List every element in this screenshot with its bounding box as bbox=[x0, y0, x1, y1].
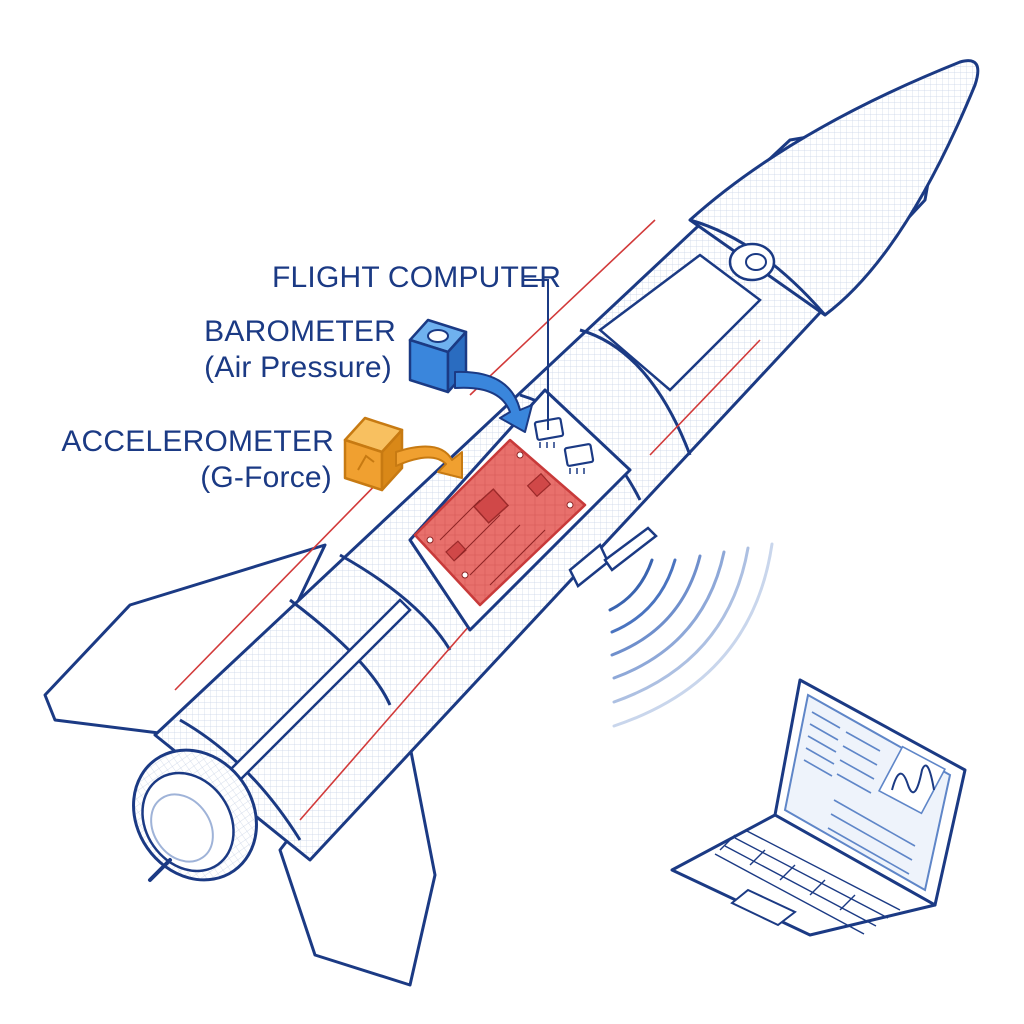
barometer-arrow-icon bbox=[454, 370, 533, 433]
rocket-red-stripes bbox=[174, 219, 761, 821]
flight-computer-leader bbox=[522, 279, 549, 430]
flight-computer-board bbox=[413, 438, 587, 607]
barometer-cube-icon bbox=[408, 318, 468, 394]
accelerometer-cube-icon bbox=[343, 416, 404, 492]
laptop-trackpad bbox=[730, 888, 797, 927]
rocket-nozzle bbox=[132, 748, 258, 882]
laptop-keyboard-base bbox=[670, 813, 937, 937]
barometer-label: BAROMETER bbox=[204, 315, 396, 348]
accelerometer-sub-label: (G-Force) bbox=[200, 461, 332, 494]
accelerometer-label: ACCELEROMETER bbox=[61, 425, 334, 458]
flight-computer-label: FLIGHT COMPUTER bbox=[272, 261, 562, 294]
wireless-signal-icon bbox=[608, 542, 774, 728]
laptop-icon bbox=[670, 678, 967, 937]
payload-cap bbox=[728, 242, 776, 282]
payload-canister bbox=[598, 253, 762, 392]
rocket bbox=[43, 59, 980, 987]
accelerometer-arrow-icon bbox=[395, 445, 463, 479]
barometer-sub-label: (Air Pressure) bbox=[204, 351, 392, 384]
antenna bbox=[568, 526, 658, 588]
